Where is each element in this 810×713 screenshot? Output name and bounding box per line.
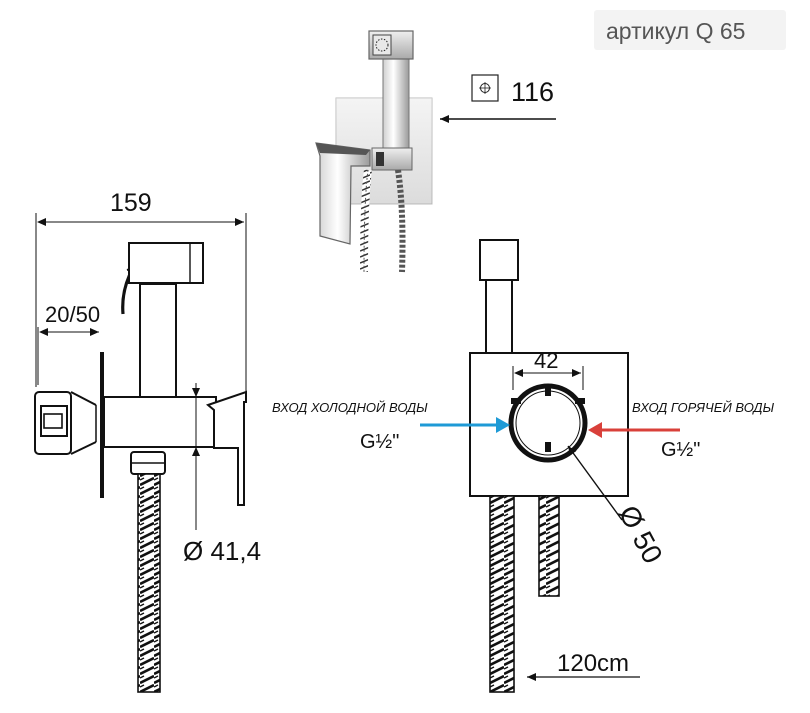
cold-inlet-label: ВХОД ХОЛОДНОЙ ВОДЫ [272,399,428,415]
lever-side [205,390,247,506]
shower-head-side [128,242,204,284]
body-diameter-label: Ø 41,4 [183,536,261,566]
hose-front-left [489,495,515,693]
hot-inlet-thread: G½" [661,439,700,461]
hot-inlet-label: ВХОД ГОРЯЧЕЙ ВОДЫ [632,399,775,415]
hose-side [137,473,161,693]
riser-tube [139,283,177,398]
mixer-lever [315,142,371,245]
side-view: 159 20/50 Ø 41,4 [34,189,261,693]
holder-front [485,279,513,354]
plate-size-label: 116 [511,77,554,107]
plate-size-callout: 116 [440,74,556,123]
cold-inlet-thread: G½" [360,431,399,453]
front-view: 42 Ø 50 120cm ВХОД ХОЛОДНОЙ ВОДЫ G½" ВХО… [272,239,775,693]
length-dimension-label: 159 [110,189,152,217]
hose-length-label: 120cm [557,650,629,677]
holder-bar [382,57,410,149]
valve-diameter-label: Ø 50 [613,500,669,568]
wall-depth-label: 20/50 [45,302,100,327]
valve-spacing-label: 42 [534,348,558,373]
article-label: артикул Q 65 [606,18,746,44]
hose-front-right [538,495,560,597]
product-illustration [315,30,433,273]
plate-size-icon [471,74,499,102]
shower-head-front [479,239,519,281]
article-badge: артикул Q 65 [594,10,786,50]
wall-plate-side [100,352,104,498]
mixer-body [103,396,217,448]
